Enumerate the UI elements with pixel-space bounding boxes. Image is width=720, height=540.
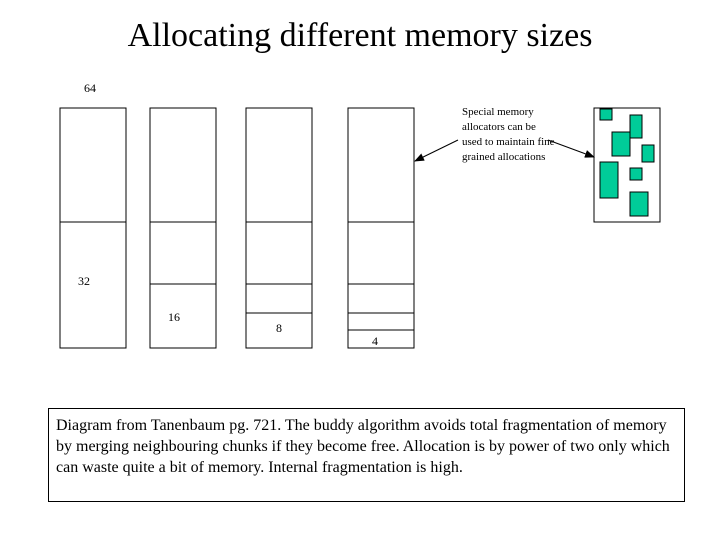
size-label-8: 8: [276, 321, 282, 335]
memory-block-outline: [245, 107, 313, 349]
size-label-32: 32: [78, 274, 90, 288]
caption-box: Diagram from Tanenbaum pg. 721. The budd…: [48, 408, 685, 502]
allocated-chunk: [641, 144, 655, 163]
memory-column-1: [59, 107, 127, 349]
allocated-chunk: [599, 108, 613, 121]
slide-title: Allocating different memory sizes: [127, 17, 593, 54]
memory-block-outline: [347, 107, 415, 349]
allocator-note: Special memory allocators can be used to…: [462, 106, 555, 163]
size-label-4: 4: [372, 334, 378, 348]
allocated-chunk: [629, 167, 643, 181]
memory-block-outline: [149, 107, 217, 349]
allocator-pool-outline: [593, 107, 661, 223]
memory-column-3: [245, 107, 313, 349]
arrow-to-column: [414, 139, 459, 162]
memory-block-outline: [59, 107, 127, 349]
arrow-to-fine-allocator: [547, 139, 595, 158]
memory-column-4: [347, 107, 415, 349]
memory-column-2: [149, 107, 217, 349]
size-label-64: 64: [84, 81, 96, 95]
allocated-chunk: [611, 131, 631, 157]
allocated-chunk: [629, 191, 649, 217]
allocated-chunk: [629, 114, 643, 139]
size-label-16: 16: [168, 310, 180, 324]
fine-grained-allocator: [593, 107, 661, 223]
allocated-chunk: [599, 161, 619, 199]
